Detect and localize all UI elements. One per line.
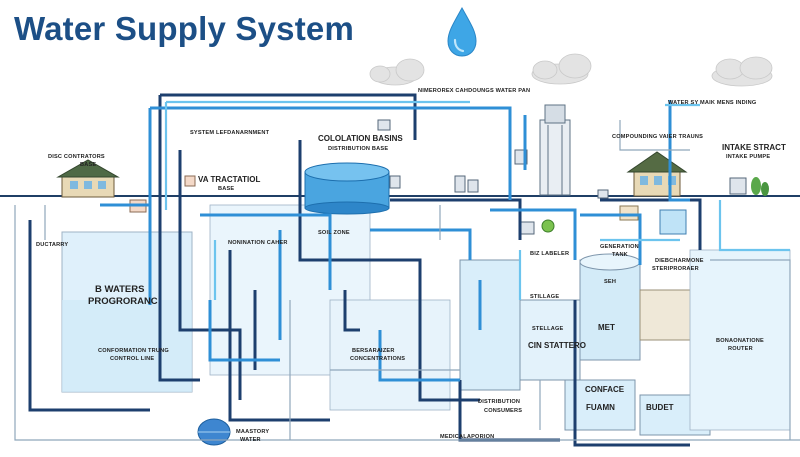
label-generation-sub: TANK xyxy=(612,252,628,258)
label-diebcharmone: DIEBCHARMONE xyxy=(655,258,704,264)
label-maastory: MAASTORY xyxy=(236,429,269,435)
label-va-sub: BASE xyxy=(218,186,234,192)
label-fuamn: FUAMN xyxy=(586,403,615,412)
label-b-waters: B WATERS xyxy=(95,284,144,295)
label-prograrnac: PROGRORANC xyxy=(88,296,158,307)
label-collation-basins: COLOLATION BASINS xyxy=(318,134,403,143)
tank-icon xyxy=(197,418,231,446)
page-title: Water Supply System xyxy=(14,10,355,47)
label-budet: BUDET xyxy=(646,403,674,412)
cloud-icon xyxy=(711,56,773,87)
label-seh: SEH xyxy=(604,279,616,285)
label-compound-right: COMPOUNDING VAIER TRAUNS xyxy=(612,134,703,140)
service-pipes-thin xyxy=(14,120,800,441)
label-bersaraizer: BERSARAIZER xyxy=(352,348,395,354)
main-pipes-blue xyxy=(100,100,690,382)
label-biz-labeler: BIZ LABELER xyxy=(530,251,569,257)
label-soil-zone: SOIL ZONE xyxy=(318,230,350,236)
label-bonaonatione-sub: ROUTER xyxy=(728,346,753,352)
pump-icon xyxy=(129,119,747,235)
stillage-tank xyxy=(459,259,521,391)
label-va-tractatiol: VA TRACTATIOL xyxy=(198,175,260,184)
label-cin-stattero: CIN STATTERO xyxy=(528,341,586,350)
label-ductarry: DUCTARRY xyxy=(36,242,68,248)
label-stillage: STILLAGE xyxy=(530,294,559,300)
main-pipes-cyan xyxy=(164,100,790,300)
cloud-icon xyxy=(531,53,592,85)
label-consumers: CONSUMERS xyxy=(484,408,522,414)
label-disc-contractors: DISC CONTRATORS xyxy=(48,154,105,160)
fuamn-tank xyxy=(564,379,636,431)
label-generation: GENERATION xyxy=(600,244,639,250)
label-distribution: DISTRIBUTION xyxy=(478,399,520,405)
label-underground: NIMEROREX CAHDOUNGS WATER PAN xyxy=(418,88,530,94)
tank-icon xyxy=(304,162,390,215)
label-disc-sub: BASE xyxy=(80,162,96,168)
label-met: MET xyxy=(598,323,615,332)
label-conformation-sub: CONTROL LINE xyxy=(110,356,154,362)
treatment-tower xyxy=(539,104,571,196)
tree-icon xyxy=(751,177,769,196)
label-system-leader: SYSTEM LEFDANARNMENT xyxy=(190,130,270,136)
label-conformation: CONFORMATION TRUNG xyxy=(98,348,169,354)
label-maastory-sub: WATER xyxy=(240,437,261,443)
right-reservoir xyxy=(689,249,791,431)
label-bonaonatione: BONAONATIONE xyxy=(716,338,764,344)
label-nominal: NONINATION CAHER xyxy=(228,240,288,246)
house-icon xyxy=(56,159,120,198)
label-stellage-sub: STELLAGE xyxy=(532,326,564,332)
label-intake-sub: INTAKE PUMPE xyxy=(726,154,770,160)
house-icon xyxy=(626,151,688,197)
water-drop-icon xyxy=(447,6,477,57)
label-intake: INTAKE STRACT xyxy=(722,143,786,152)
label-medicalation: MEDICALAPORION xyxy=(440,434,494,440)
label-water-main: WATER SY MAIK MENS INDING xyxy=(668,100,756,106)
label-bersaraizer-sub: CONCENTRATIONS xyxy=(350,356,405,362)
label-collation-sub: DISTRIBUTION BASE xyxy=(328,146,388,152)
label-steriproader: STERIPRORAER xyxy=(652,266,699,272)
label-conface: CONFACE xyxy=(585,385,625,394)
bersaraizer-tank xyxy=(329,299,451,411)
seh-tank xyxy=(579,259,641,361)
cloud-icon xyxy=(369,58,425,86)
